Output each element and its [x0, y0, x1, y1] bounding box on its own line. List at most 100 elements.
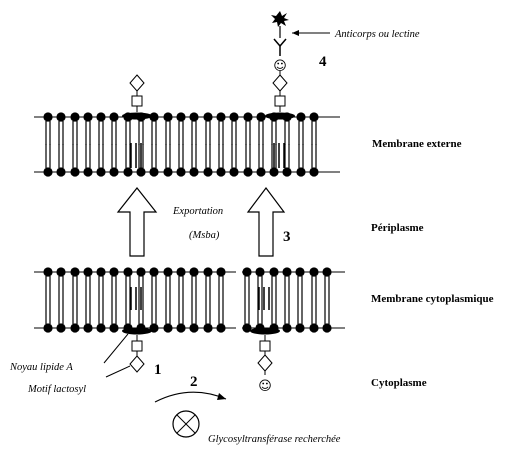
- lactosyl-label: Motif lactosyl: [27, 384, 86, 395]
- lipid-head: [163, 323, 173, 333]
- lipid-head: [83, 267, 93, 277]
- lipid-head: [309, 323, 319, 333]
- export-arrow-left-icon: [116, 187, 158, 257]
- lipid-head: [43, 267, 53, 277]
- lipid-head: [203, 112, 213, 122]
- lipid-head: [189, 167, 199, 177]
- lipid-head: [282, 167, 292, 177]
- lipid-head: [149, 112, 159, 122]
- lipid-head: [203, 267, 213, 277]
- lipid-head: [256, 167, 266, 177]
- lipid-head: [295, 267, 305, 277]
- lipid-head: [176, 112, 186, 122]
- outer-membrane-label: Membrane externe: [372, 138, 462, 150]
- glycosyltransferase-label: Glycosyltransférase recherchée: [208, 434, 341, 445]
- step-3-label: 3: [283, 229, 291, 245]
- step-1-label: 1: [154, 362, 162, 378]
- lipid-a-cyto-right: ☺: [250, 287, 280, 394]
- lipid-head: [96, 112, 106, 122]
- antibody-icon: [273, 26, 287, 56]
- lipid-head: [229, 112, 239, 122]
- lipid-head: [203, 323, 213, 333]
- lipid-head: [109, 112, 119, 122]
- lipid-head: [109, 323, 119, 333]
- lipid-head: [83, 167, 93, 177]
- lipid-head: [149, 267, 159, 277]
- lipid-head: [176, 323, 186, 333]
- periplasm-label: Périplasme: [371, 222, 424, 234]
- export-arrow-right-icon: [246, 187, 286, 257]
- lipid-head: [163, 112, 173, 122]
- lipid-head: [109, 167, 119, 177]
- lipid-head: [96, 323, 106, 333]
- lipid-head: [70, 323, 80, 333]
- msba-label: (Msba): [189, 230, 220, 241]
- lipid-head: [56, 323, 66, 333]
- lipid-head: [243, 167, 253, 177]
- lipid-head: [322, 267, 332, 277]
- lipid-head: [203, 167, 213, 177]
- lipid-a-cyto-left: [122, 287, 152, 373]
- lipid-head: [109, 267, 119, 277]
- lipid-head: [43, 112, 53, 122]
- lipid-head: [216, 267, 226, 277]
- glycosyltransferase-icon: [172, 410, 200, 438]
- lipid-head: [309, 167, 319, 177]
- lipid-head: [322, 323, 332, 333]
- lipid-head: [43, 323, 53, 333]
- cytoplasmic-membrane-bilayer: [34, 267, 345, 333]
- lipid-head: [189, 323, 199, 333]
- lipid-head: [282, 323, 292, 333]
- step-4-label: 4: [319, 54, 327, 70]
- lipid-a-outer-right: ☺: [265, 11, 330, 168]
- lipid-a-outer-left: [122, 74, 152, 168]
- lipid-head: [83, 112, 93, 122]
- lipid-head: [309, 112, 319, 122]
- lipid-head: [163, 267, 173, 277]
- lipid-head: [96, 267, 106, 277]
- outer-membrane-bilayer: [34, 112, 340, 177]
- lipid-head: [123, 167, 133, 177]
- lipid-head: [70, 167, 80, 177]
- curved-arrow-icon: [154, 391, 227, 403]
- lipid-head: [242, 267, 252, 277]
- lipid-head: [149, 323, 159, 333]
- cyto-membrane-label: Membrane cytoplasmique: [371, 293, 494, 305]
- lipid-head: [43, 167, 53, 177]
- lipid-head: [243, 112, 253, 122]
- cytoplasm-label: Cytoplasme: [371, 377, 427, 389]
- lipid-head: [216, 112, 226, 122]
- lipid-head: [56, 167, 66, 177]
- lipid-head: [136, 167, 146, 177]
- lipid-head: [269, 167, 279, 177]
- lipid-head: [56, 112, 66, 122]
- lipid-head: [149, 167, 159, 177]
- lipid-head: [70, 112, 80, 122]
- lipid-head: [163, 167, 173, 177]
- lipid-head: [176, 267, 186, 277]
- lipid-head: [216, 167, 226, 177]
- lipid-head: [256, 112, 266, 122]
- lipid-head: [269, 267, 279, 277]
- sugar-smiley-cyto: ☺: [258, 379, 272, 394]
- lipid-head: [216, 323, 226, 333]
- lipid-head: [296, 112, 306, 122]
- lipid-head: [136, 267, 146, 277]
- lectine-star-icon: [271, 11, 289, 27]
- step-2-label: 2: [190, 374, 198, 390]
- lipid-head: [70, 267, 80, 277]
- sugar-smiley-outer: ☺: [273, 59, 287, 74]
- lipid-head: [296, 167, 306, 177]
- lipid-head: [176, 167, 186, 177]
- lipid-head: [242, 323, 252, 333]
- lipid-head: [123, 267, 133, 277]
- lipid-head: [282, 267, 292, 277]
- lipid-a-core-label: Noyau lipide A: [9, 362, 73, 373]
- lipid-head: [189, 112, 199, 122]
- antibody-label: Anticorps ou lectine: [334, 29, 420, 40]
- lipid-head: [56, 267, 66, 277]
- lipid-head: [229, 167, 239, 177]
- lipid-head: [309, 267, 319, 277]
